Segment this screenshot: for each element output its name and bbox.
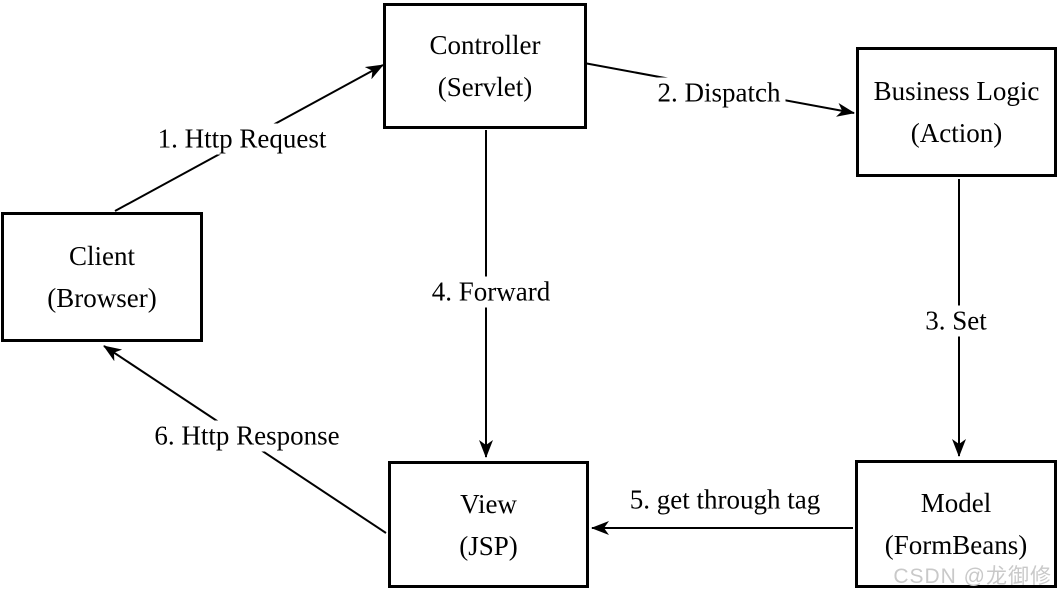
node-client-title: Client <box>69 241 135 271</box>
node-controller-servlet: Controller (Servlet) <box>383 3 587 129</box>
node-business-title: Business Logic <box>873 76 1040 106</box>
edge-label-dispatch: 2. Dispatch <box>652 77 786 109</box>
node-client-browser: Client (Browser) <box>1 212 203 342</box>
node-model-formbeans: Model (FormBeans) <box>855 460 1057 588</box>
node-client-subtitle: (Browser) <box>47 283 157 313</box>
edge-label-http-response: 6. Http Response <box>149 420 345 452</box>
edge-label-forward: 4. Forward <box>426 276 556 308</box>
node-controller-subtitle: (Servlet) <box>437 72 533 102</box>
node-view-subtitle: (JSP) <box>459 530 518 561</box>
node-model-subtitle: (FormBeans) <box>884 530 1028 560</box>
node-business-logic-action: Business Logic (Action) <box>856 47 1057 177</box>
node-model-title: Model <box>920 488 992 518</box>
csdn-watermark: CSDN @龙御修 <box>893 565 1052 588</box>
edge-label-get-through-tag: 5. get through tag <box>629 484 821 515</box>
edge-label-http-request: 1. Http Request <box>152 123 332 155</box>
node-view-title: View <box>460 488 517 519</box>
edge-label-set: 3. Set <box>920 305 992 337</box>
node-controller-title: Controller <box>429 30 541 60</box>
node-business-subtitle: (Action) <box>910 118 1003 148</box>
node-view-jsp: View (JSP) <box>388 461 589 588</box>
